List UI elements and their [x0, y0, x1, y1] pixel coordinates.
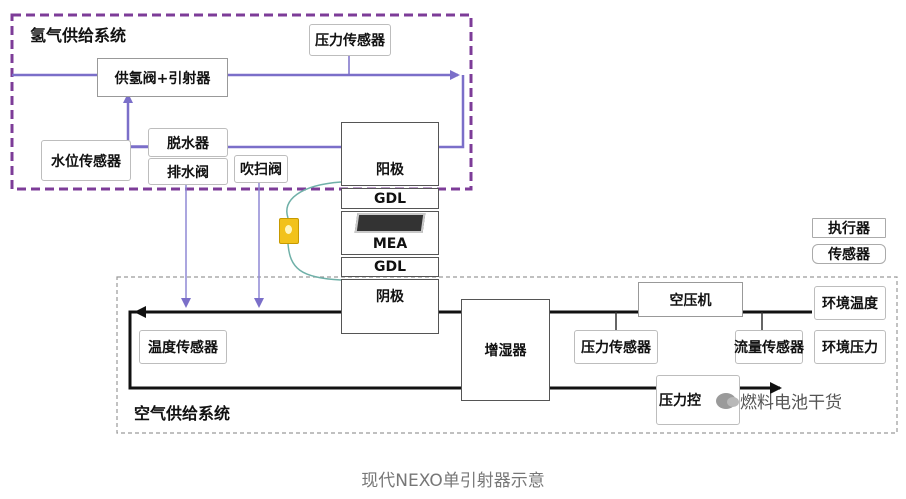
hydrogen-system-title: 氢气供给系统	[30, 26, 127, 45]
anode-label: 阳极	[376, 162, 404, 178]
drain-valve: 排水阀	[148, 158, 228, 185]
legend-actuator: 执行器	[812, 218, 886, 238]
air-system-boundary	[116, 276, 898, 434]
watermark-text: 燃料电池干货	[740, 393, 842, 413]
figure-caption: 现代NEXO单引射器示意	[361, 471, 545, 491]
pressure-control-label: 压力控	[659, 393, 701, 409]
gdl-bottom-layer: GDL	[341, 257, 439, 277]
gdl-top-layer: GDL	[341, 188, 439, 209]
air-compressor: 空压机	[638, 282, 743, 317]
lamp-icon	[279, 218, 299, 244]
purge-valve: 吹扫阀	[234, 155, 288, 183]
ambient-temperature: 环境温度	[814, 286, 886, 320]
supply-valve-ejector: 供氢阀+引射器	[97, 58, 228, 97]
watermark: 燃料电池干货	[716, 388, 842, 413]
ambient-pressure: 环境压力	[814, 330, 886, 364]
pressure-sensor-top: 压力传感器	[309, 24, 391, 56]
hydrogen-system-boundary	[10, 13, 473, 191]
cathode-label: 阴极	[376, 289, 404, 305]
cathode-layer: 阴极	[341, 279, 439, 334]
water-separator: 脱水器	[148, 128, 228, 157]
air-return-line	[128, 310, 782, 394]
water-level-sensor: 水位传感器	[41, 140, 131, 181]
anode-layer: 阳极	[341, 122, 439, 186]
h2-to-anode-line	[438, 75, 465, 149]
temp-sensor: 温度传感器	[139, 330, 227, 364]
load-wire-bottom	[287, 243, 342, 281]
mea-membrane	[354, 213, 426, 233]
wechat-icon	[716, 392, 739, 409]
flow-sensor: 流量传感器	[734, 330, 804, 364]
load-wire-top	[286, 181, 342, 219]
mea-layer: MEA	[341, 211, 439, 255]
humidifier: 增湿器	[461, 299, 550, 401]
pressure-sensor-air: 压力传感器	[574, 330, 658, 364]
air-system-title: 空气供给系统	[134, 404, 231, 423]
mea-label: MEA	[372, 236, 408, 252]
legend-sensor: 传感器	[812, 244, 886, 264]
